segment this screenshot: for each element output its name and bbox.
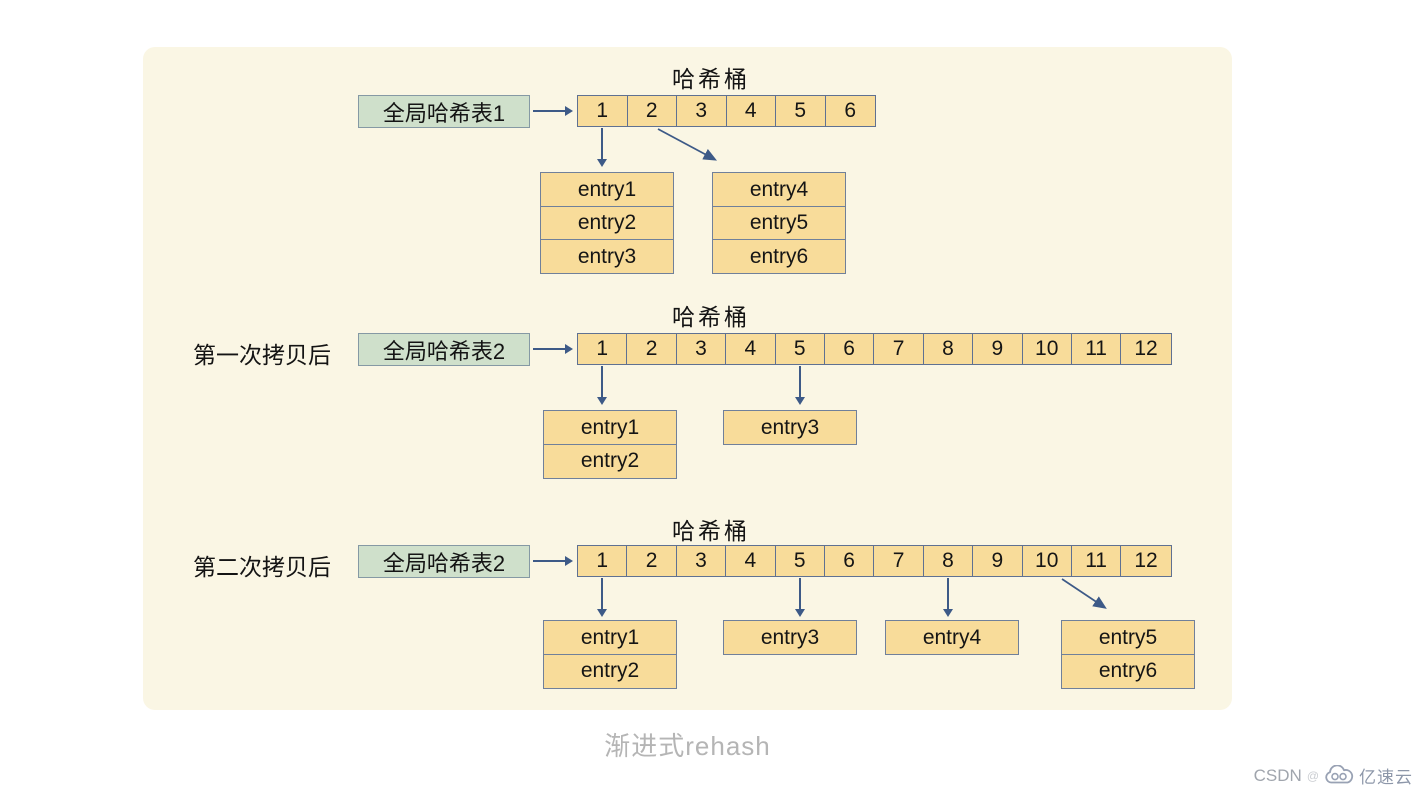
bucket-cell: 2 [628, 96, 677, 126]
diagram-caption: 渐进式rehash [604, 731, 771, 761]
yisu-cloud-logo-icon [1325, 765, 1354, 784]
arrow-bucket2-to-chain [657, 128, 717, 161]
entry-box: entry6 [712, 239, 846, 274]
arrow-bucket1-to-chain [597, 578, 607, 617]
entry-box: entry2 [543, 653, 677, 689]
bucket-cell: 6 [825, 546, 875, 576]
bucket-cell: 8 [924, 546, 974, 576]
entry-box: entry1 [543, 410, 677, 445]
entry-chain: entry1 entry2 [543, 410, 677, 479]
bucket-cell: 1 [578, 334, 628, 364]
bucket-cell: 9 [973, 334, 1023, 364]
entry-box: entry6 [1061, 653, 1195, 689]
bucket-cell: 7 [874, 334, 924, 364]
arrow-table-to-buckets [533, 556, 573, 566]
entry-box: entry3 [723, 410, 857, 445]
step-label: 第二次拷贝后 [193, 554, 331, 580]
entry-box: entry1 [543, 620, 677, 655]
bucket-cell: 11 [1072, 334, 1122, 364]
entry-box: entry5 [712, 205, 846, 241]
bucket-cell: 5 [776, 96, 826, 126]
bucket-cell: 5 [776, 334, 825, 364]
watermark-separator: @ [1306, 768, 1319, 783]
arrow-bucket10-to-chain [1061, 578, 1107, 609]
csdn-watermark-text: CSDN [1253, 765, 1302, 785]
bucket-cell: 9 [973, 546, 1023, 576]
yisu-brand-text: 亿速云 [1359, 768, 1413, 787]
entry-chain: entry3 [723, 620, 857, 655]
bucket-row: 1 2 3 4 5 6 7 8 9 10 11 12 [577, 333, 1172, 365]
arrow-table-to-buckets [533, 344, 573, 354]
bucket-cell: 3 [677, 96, 727, 126]
hash-bucket-title: 哈希桶 [672, 66, 750, 92]
hash-bucket-title: 哈希桶 [672, 304, 750, 330]
bucket-cell: 3 [677, 546, 727, 576]
bucket-cell: 2 [627, 546, 677, 576]
arrow-bucket1-to-chain [597, 128, 607, 167]
bucket-cell: 4 [726, 334, 776, 364]
diagram-panel [143, 47, 1232, 710]
entry-box: entry1 [540, 172, 674, 207]
entry-box: entry5 [1061, 620, 1195, 655]
entry-box: entry2 [543, 443, 677, 479]
bucket-cell: 6 [825, 334, 875, 364]
bucket-cell: 10 [1023, 334, 1072, 364]
global-table-1: 全局哈希表1 [358, 95, 530, 128]
hash-bucket-title: 哈希桶 [672, 518, 750, 544]
entry-chain: entry4 [885, 620, 1019, 655]
global-table-2: 全局哈希表2 [358, 333, 530, 366]
step-label: 第一次拷贝后 [193, 342, 331, 368]
bucket-cell: 3 [677, 334, 727, 364]
entry-chain: entry1 entry2 entry3 [540, 172, 674, 274]
arrow-bucket5-to-chain [795, 366, 805, 405]
bucket-cell: 6 [844, 99, 857, 122]
bucket-cell: 4 [726, 546, 776, 576]
entry-chain: entry1 entry2 [543, 620, 677, 689]
bucket-cell: 7 [874, 546, 924, 576]
bucket-cell: 1 [578, 546, 628, 576]
bucket-row: 1 2 3 4 5 6 7 8 9 10 11 12 [577, 545, 1172, 577]
bucket-cell: 8 [924, 334, 974, 364]
entry-box: entry2 [540, 205, 674, 241]
global-table-2: 全局哈希表2 [358, 545, 530, 578]
bucket-cell: 2 [627, 334, 677, 364]
bucket-cell: 1 [578, 96, 628, 126]
entry-box: entry4 [712, 172, 846, 207]
bucket-cell: 10 [1023, 546, 1072, 576]
arrow-bucket8-to-chain [943, 578, 953, 617]
entry-box: entry4 [885, 620, 1019, 655]
arrow-bucket1-to-chain [597, 366, 607, 405]
bucket-cell: 4 [727, 96, 776, 126]
entry-chain: entry3 [723, 410, 857, 445]
bucket-cell: 12 [1134, 337, 1158, 360]
arrow-table-to-buckets [533, 106, 573, 116]
entry-chain: entry4 entry5 entry6 [712, 172, 846, 274]
bucket-row: 1 2 3 4 5 6 [577, 95, 876, 127]
entry-box: entry3 [540, 239, 674, 274]
arrow-bucket5-to-chain [795, 578, 805, 617]
bucket-cell: 12 [1134, 549, 1158, 572]
watermark: CSDN @ 亿速云 [1254, 763, 1413, 788]
bucket-cell: 11 [1072, 546, 1122, 576]
entry-box: entry3 [723, 620, 857, 655]
bucket-cell: 5 [776, 546, 825, 576]
entry-chain: entry5 entry6 [1061, 620, 1195, 689]
